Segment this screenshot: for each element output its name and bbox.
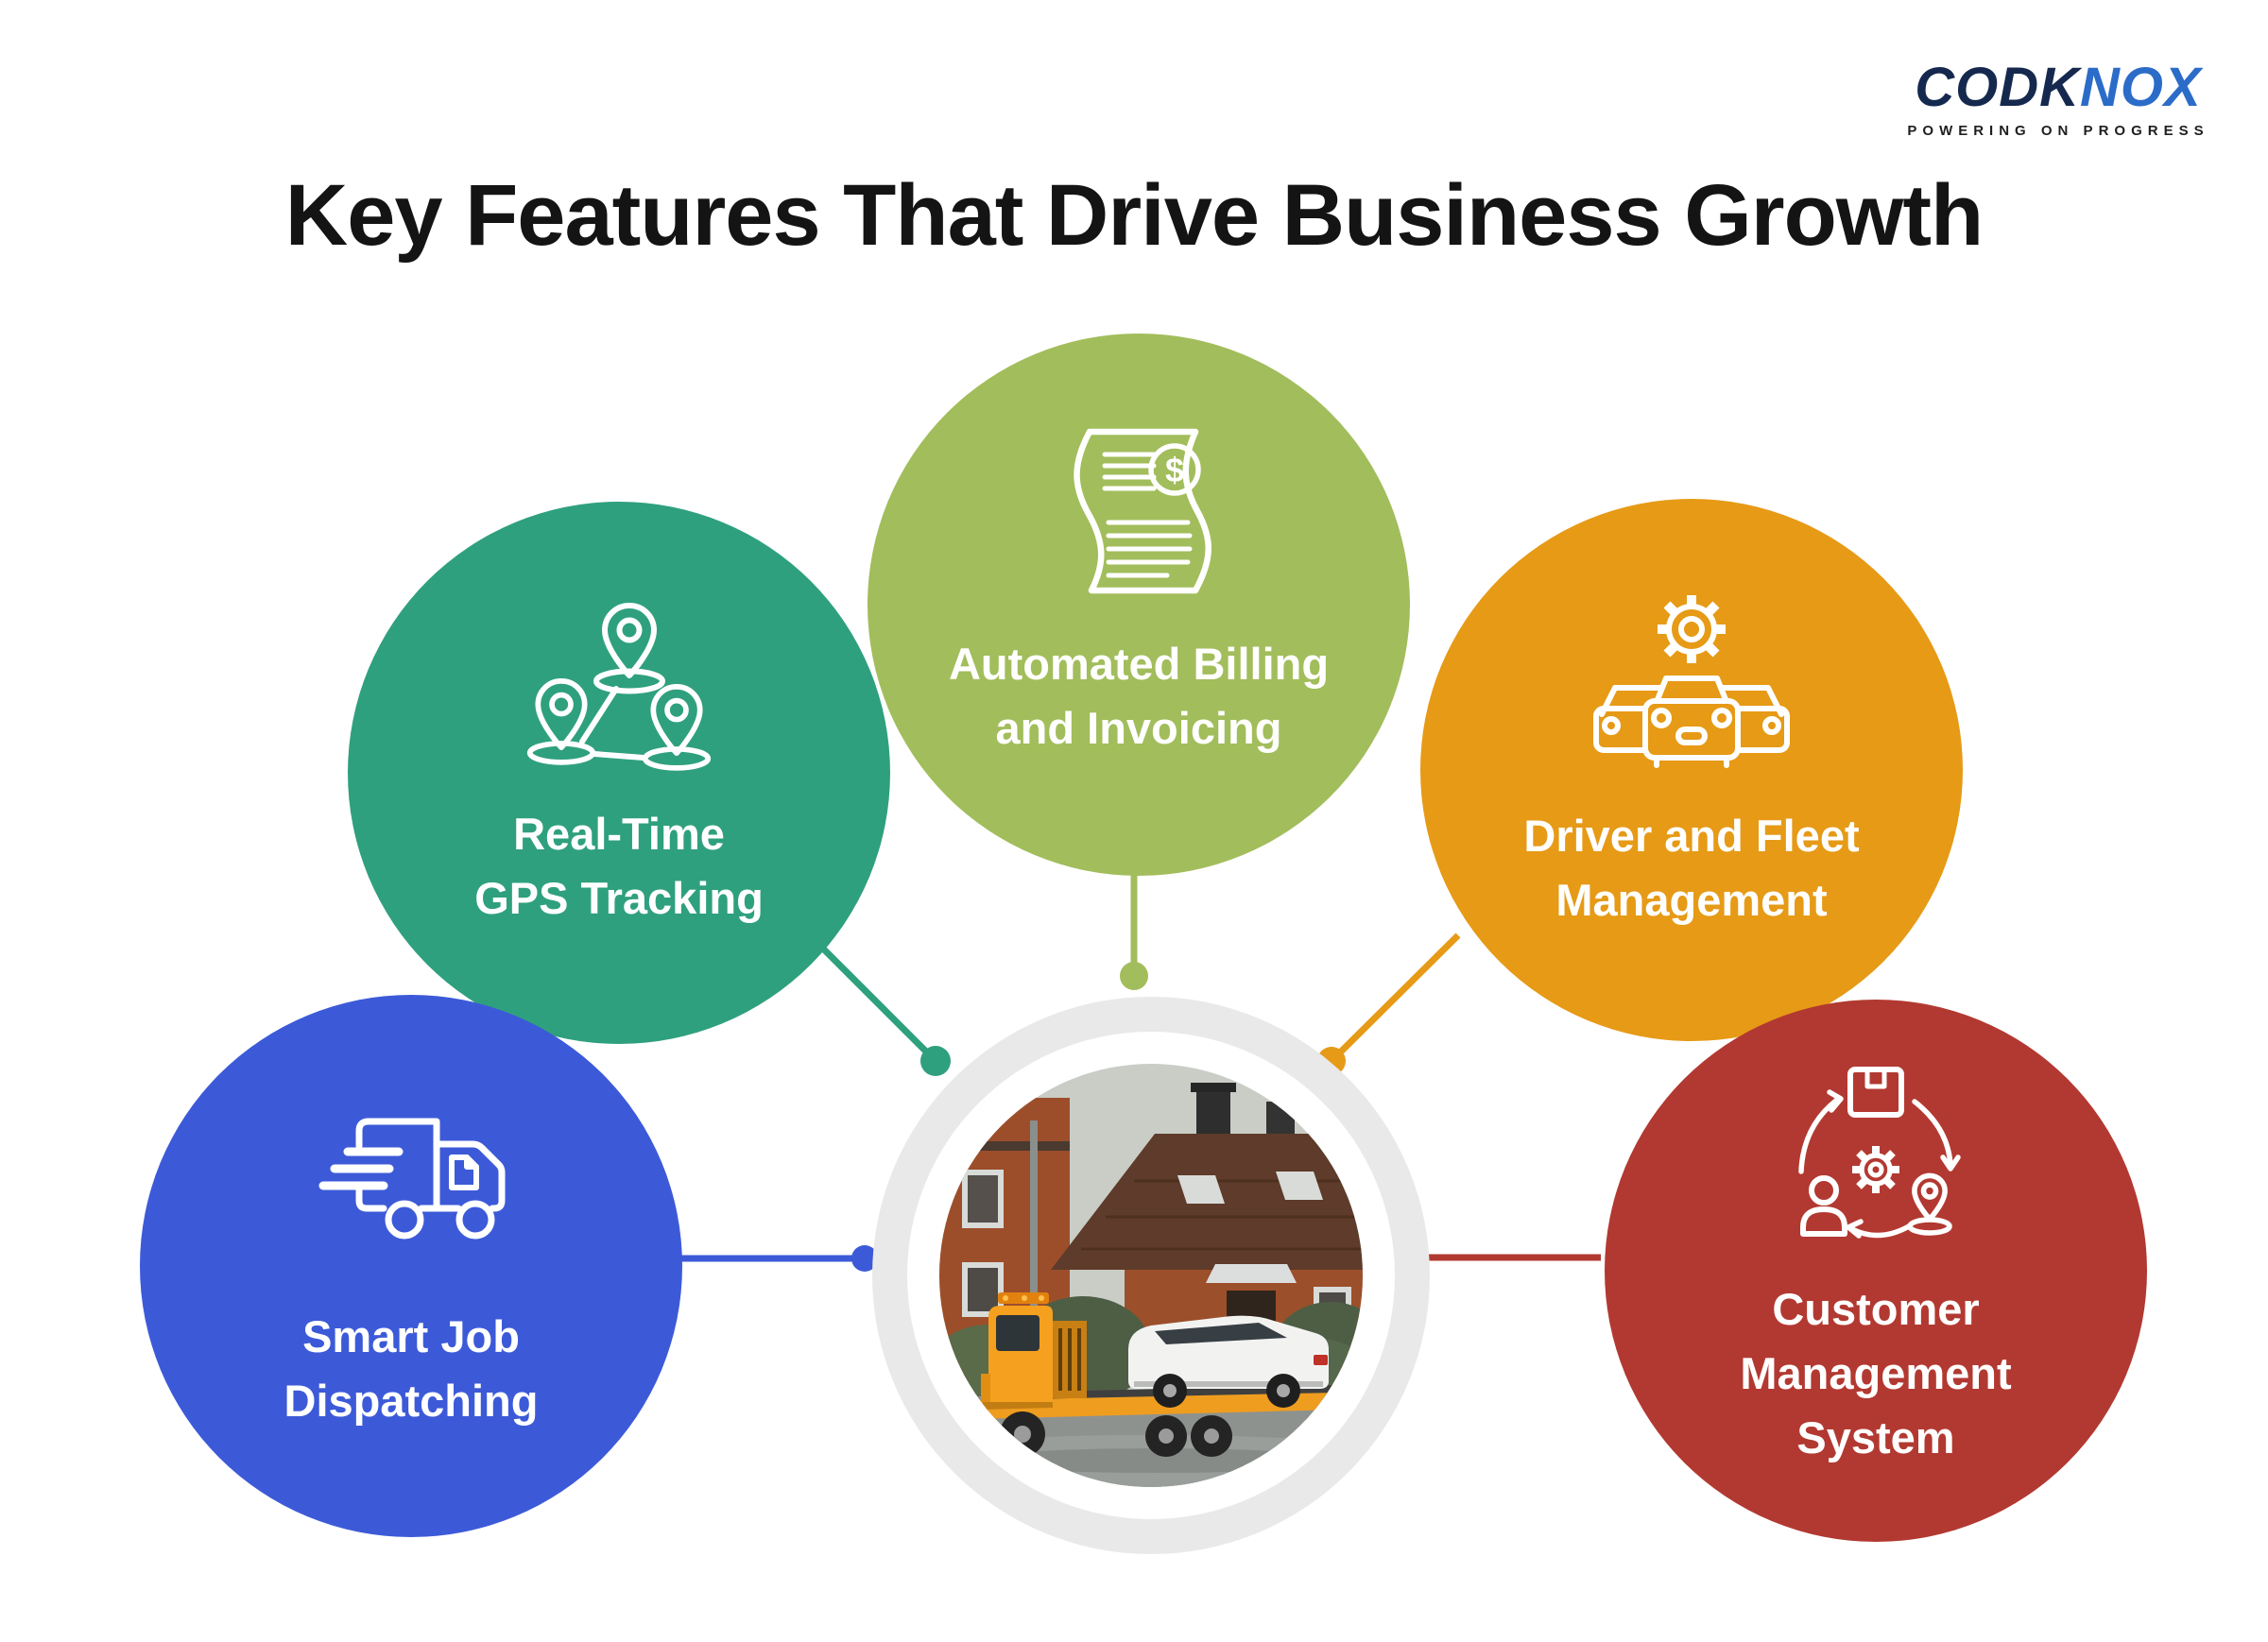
logo-tagline: POWERING ON PROGRESS [1907, 123, 2209, 139]
dispatch-truck-icon [293, 1093, 529, 1273]
map-pins-route-icon [514, 592, 724, 779]
feature-circle-customer: Customer Management System [1605, 1000, 2147, 1542]
connector-dot-gps [920, 1046, 951, 1076]
feature-circle-fleet: Driver and Fleet Management [1420, 499, 1963, 1041]
connector-gps [805, 931, 938, 1064]
feature-label-customer: Customer Management System [1740, 1284, 2012, 1463]
feature-label-billing: Automated Billing and Invoicing [948, 639, 1330, 754]
customer-cycle-icon [1767, 1056, 1984, 1258]
center-photo-tow-truck [939, 1064, 1363, 1487]
connector-fleet [1329, 932, 1461, 1064]
logo-text-primary: CODK [1915, 57, 2081, 118]
feature-circle-gps-tracking: Real-Time GPS Tracking [348, 502, 890, 1044]
invoice-dollar-icon: $ [1025, 417, 1252, 606]
feature-label-gps-tracking: Real-Time GPS Tracking [474, 809, 764, 924]
feature-label-fleet: Driver and Fleet Management [1523, 811, 1860, 926]
page-title: Key Features That Drive Business Growth [284, 167, 1984, 264]
tow-truck-illustration [971, 1292, 1342, 1473]
connector-dot-dispatch [851, 1245, 878, 1272]
logo-wordmark: CODKNOX [1898, 60, 2219, 115]
feature-circle-dispatch: Smart Job Dispatching [140, 995, 682, 1537]
feature-circle-billing: $ Automated Billing and Invoicing [868, 334, 1410, 876]
logo-text-secondary: NOX [2080, 57, 2202, 118]
feature-label-dispatch: Smart Job Dispatching [284, 1311, 539, 1427]
connector-dot-billing [1120, 962, 1148, 990]
codknox-logo: CODKNOX POWERING ON PROGRESS [1898, 60, 2219, 140]
gear-fleet-icon [1573, 586, 1810, 779]
svg-text:$: $ [1165, 451, 1184, 489]
